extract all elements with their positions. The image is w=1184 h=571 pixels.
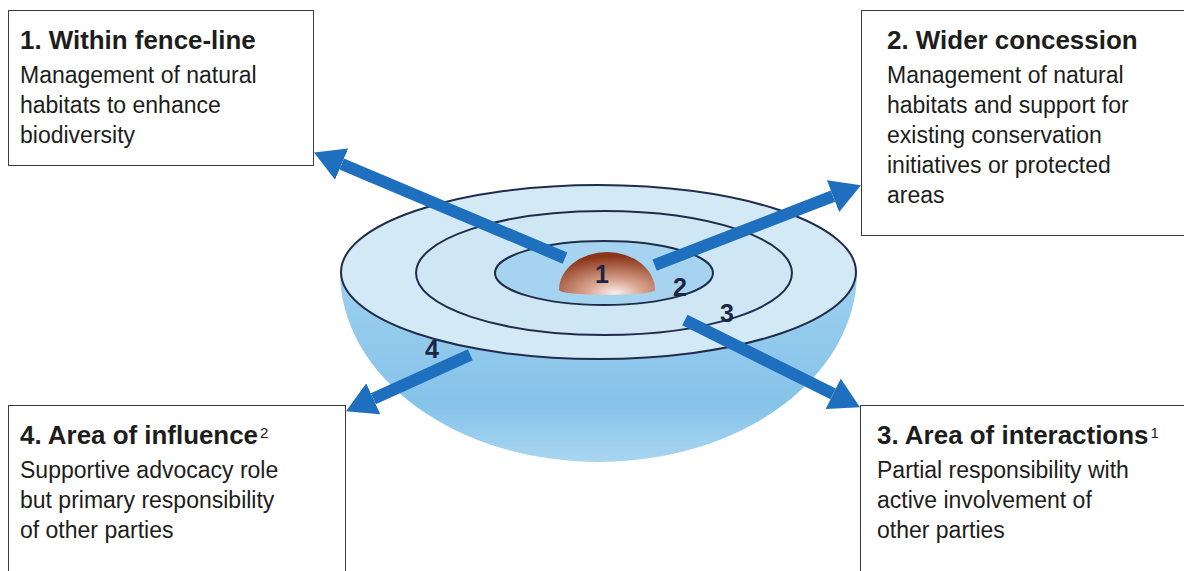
callout-number: 1	[595, 262, 609, 287]
zone-heading: 2. Wider concession	[887, 26, 1138, 54]
zone-description: Management of natural habitats to enhanc…	[20, 60, 302, 150]
zone-heading: 3. Area of interactions	[877, 421, 1148, 449]
ring-outline	[416, 211, 792, 335]
callout-number: 3	[720, 301, 734, 326]
footnote-marker: 2	[260, 424, 268, 441]
inner-ring: 12	[494, 240, 714, 306]
middle-ring: 123	[415, 210, 793, 336]
dome-outline	[559, 252, 655, 295]
ring-outline	[495, 241, 713, 305]
callout-number: 2	[673, 275, 687, 300]
zone-box: 1. Within fence-lineManagement of natura…	[8, 10, 314, 166]
heading-line: 2. Wider concession	[887, 24, 1180, 60]
zone-arrow	[685, 320, 833, 394]
heading-line: 1. Within fence-line	[20, 24, 307, 60]
zone-heading: 1. Within fence-line	[20, 26, 256, 54]
zone-box: 4. Area of influence2Supportive advocacy…	[8, 405, 346, 571]
zone-description: Management of natural habitats and suppo…	[887, 60, 1157, 210]
outer-ring: 1234	[340, 184, 857, 360]
zone-arrow	[342, 164, 565, 258]
fence-dome: 1	[557, 250, 657, 295]
ring-outline	[341, 185, 856, 359]
heading-line: 3. Area of interactions1	[877, 419, 1180, 455]
footnote-marker: 1	[1150, 424, 1158, 441]
zone-heading: 4. Area of influence	[20, 421, 258, 449]
zone-arrow	[373, 355, 470, 399]
callout-number: 4	[425, 337, 439, 362]
zone-box: 3. Area of interactions1Partial responsi…	[860, 405, 1184, 571]
heading-line: 4. Area of influence2	[20, 419, 341, 455]
zone-box: 2. Wider concessionManagement of natural…	[861, 10, 1184, 236]
zone-arrow	[655, 196, 833, 265]
zone-description: Supportive advocacy role but primary res…	[20, 455, 292, 545]
zone-description: Partial responsibility with active invol…	[877, 455, 1139, 545]
